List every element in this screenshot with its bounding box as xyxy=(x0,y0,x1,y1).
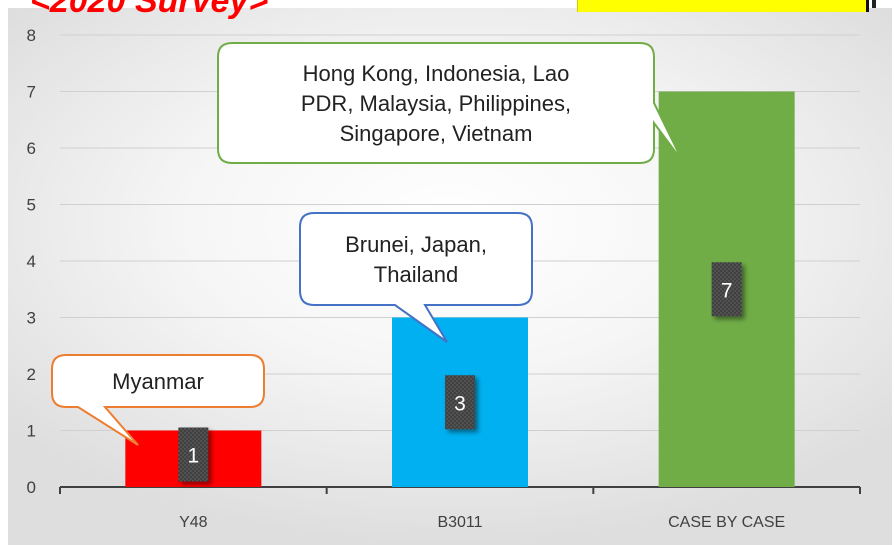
x-category-label: B3011 xyxy=(437,514,482,531)
corner-marker xyxy=(872,0,876,8)
corner-highlight-box xyxy=(577,0,869,12)
callout-text-line: Brunei, Japan, xyxy=(345,232,487,257)
callout-bubble xyxy=(217,42,684,164)
x-category-label: CASE BY CASE xyxy=(668,514,785,531)
y-tick-label: 1 xyxy=(27,422,36,441)
y-tick-label: 8 xyxy=(27,26,36,45)
callout-bubble xyxy=(51,354,265,446)
callout-text-line: Myanmar xyxy=(112,369,204,394)
callout-text-line: Singapore, Vietnam xyxy=(340,121,533,146)
data-label-box xyxy=(711,262,742,317)
y-tick-label: 5 xyxy=(27,196,36,215)
callout-text-line: Thailand xyxy=(374,262,458,287)
callout-text-line: PDR, Malaysia, Philippines, xyxy=(301,91,571,116)
data-label-value: 7 xyxy=(721,279,733,302)
callout-bubble xyxy=(299,212,533,343)
y-tick-label: 0 xyxy=(27,478,36,497)
data-label-box xyxy=(178,427,209,482)
y-tick-label: 6 xyxy=(27,139,36,158)
y-tick-label: 4 xyxy=(27,252,36,271)
y-tick-label: 7 xyxy=(27,83,36,102)
callout-y48: Myanmar xyxy=(51,354,265,446)
x-category-label: Y48 xyxy=(179,514,208,531)
data-label-box xyxy=(445,375,475,430)
callout-text-line: Hong Kong, Indonesia, Lao xyxy=(303,61,570,86)
data-label-value: 3 xyxy=(454,392,466,415)
y-tick-label: 2 xyxy=(27,365,36,384)
data-label-value: 1 xyxy=(187,445,199,468)
y-tick-label: 3 xyxy=(27,309,36,328)
survey-title: <2020 Survey> xyxy=(30,0,269,20)
callout-b3011: Brunei, Japan, Thailand xyxy=(299,212,533,343)
